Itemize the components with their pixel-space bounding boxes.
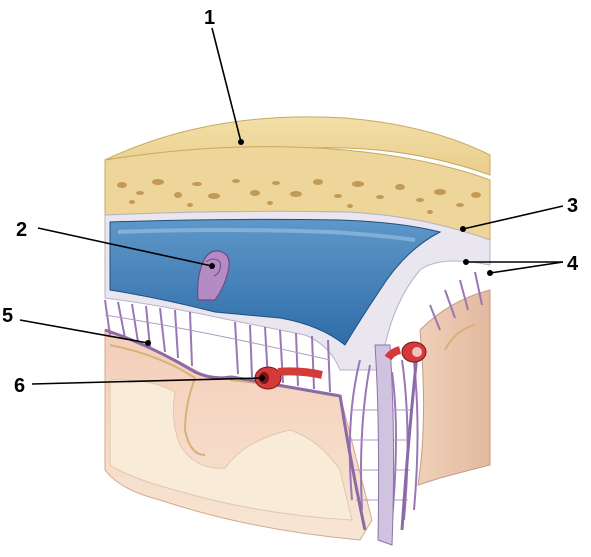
label-1: 1 [204,7,215,29]
label-5: 5 [2,305,13,327]
label-2: 2 [16,219,27,241]
falx-cerebri [375,345,394,545]
label-3: 3 [567,195,578,217]
brain-side-face [418,290,490,485]
label-6: 6 [14,375,25,397]
subarachnoid-vessel-side [388,342,426,362]
label-4: 4 [567,253,579,275]
